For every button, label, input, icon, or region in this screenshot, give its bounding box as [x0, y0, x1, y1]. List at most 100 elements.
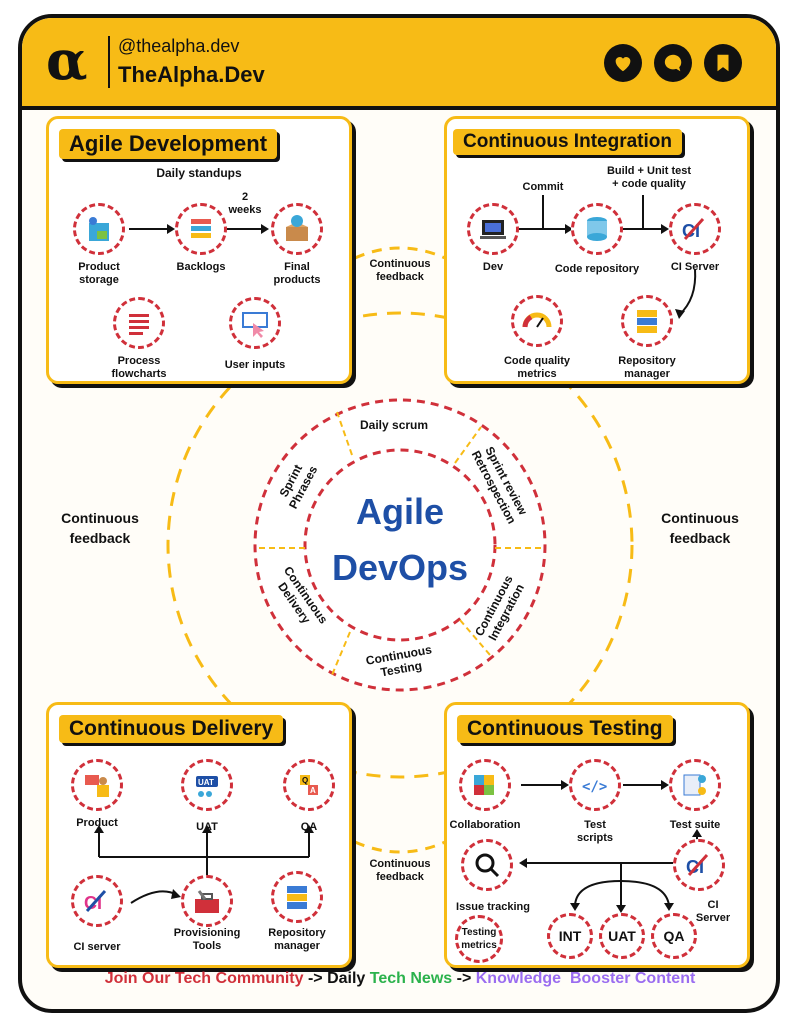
continuous-integration-title: Continuous Integration	[453, 129, 682, 155]
ci-server-testing-label: CI Server	[695, 899, 731, 924]
flowchart-icon	[129, 314, 149, 335]
testing-metrics-label: Testing metrics	[461, 927, 497, 951]
process-flowcharts-label: Process flowcharts	[111, 355, 167, 380]
qa-icon: QA	[300, 775, 318, 795]
build-unit-test-label: Build + Unit test + code quality	[606, 165, 692, 190]
server-rack-icon	[287, 886, 307, 909]
handle-text: @thealpha.dev	[118, 36, 240, 56]
final-products-label: Final products	[273, 261, 321, 286]
ci-server-delivery-node: CI	[71, 875, 123, 927]
qa-badge: QA	[651, 913, 697, 959]
repository-manager-delivery-label: Repository manager	[268, 927, 326, 952]
commit-label: Commit	[522, 181, 564, 193]
header-bar: α @thealpha.dev TheAlpha.Dev	[22, 18, 776, 110]
box-icon	[286, 215, 308, 241]
feedback-label-bottom: Continuous feedback	[369, 858, 431, 883]
test-suite-icon	[683, 774, 706, 796]
continuous-testing-panel: Continuous Testing Collaboration </> Tes…	[444, 702, 750, 968]
agile-development-panel: Agile Development Daily standups 2 weeks…	[46, 116, 352, 384]
alpha-logo: α	[46, 28, 88, 92]
heart-icon[interactable]	[604, 44, 642, 82]
footer-knowledge-booster[interactable]: Knowledge Booster Content	[475, 970, 696, 987]
magnifier-icon	[475, 853, 500, 878]
issue-tracking-label: Issue tracking	[456, 901, 530, 913]
user-inputs-label: User inputs	[224, 359, 286, 371]
code-icon: </>	[582, 779, 607, 795]
continuous-testing-title: Continuous Testing	[457, 715, 673, 743]
server-rack-icon	[637, 310, 657, 333]
ci-arrows	[519, 195, 697, 319]
toolbox-icon	[195, 890, 219, 913]
process-flowcharts-node	[113, 297, 165, 349]
test-suite-label: Test suite	[669, 819, 721, 831]
issue-tracking-node	[461, 839, 513, 891]
test-scripts-label: Test scripts	[576, 819, 614, 844]
test-suite-node	[669, 759, 721, 811]
product-label: Product	[76, 817, 118, 829]
daily-standups-label: Daily standups	[156, 166, 242, 180]
backlogs-label: Backlogs	[176, 261, 226, 273]
ci-server-label: CI Server	[670, 261, 720, 273]
svg-text:</>: </>	[582, 779, 607, 795]
ci-logo-icon: CI	[682, 217, 705, 241]
delivery-arrows	[94, 825, 314, 904]
test-scripts-node: </>	[569, 759, 621, 811]
product-storage-node	[73, 203, 125, 255]
uat-node: UAT	[181, 759, 233, 811]
storage-icon	[89, 217, 109, 241]
dev-node	[467, 203, 519, 255]
laptop-icon	[480, 220, 506, 239]
uat-label: UAT	[196, 821, 218, 833]
cursor-icon	[242, 312, 268, 338]
collaboration-label: Collaboration	[449, 819, 521, 831]
continuous-integration-panel: Continuous Integration Commit Build + Un…	[444, 116, 750, 384]
ci-logo-icon: CI	[686, 853, 709, 877]
feedback-label-right: Continuous feedback	[661, 510, 739, 546]
feedback-label-left: Continuous feedback	[61, 510, 139, 546]
ci-server-testing-node: CI	[673, 839, 725, 891]
bookmark-icon[interactable]	[704, 44, 742, 82]
code-repository-node	[571, 203, 623, 255]
product-icon	[85, 775, 109, 797]
database-icon	[587, 217, 607, 241]
code-quality-metrics-label: Code quality metrics	[503, 355, 571, 380]
svg-text:A: A	[310, 786, 316, 795]
logo-divider	[108, 36, 110, 88]
testing-arrows	[519, 780, 702, 913]
ring-label-daily-scrum: Daily scrum	[360, 418, 429, 432]
center-title-agile: Agile	[355, 491, 444, 532]
testing-metrics-node: Testing metrics	[455, 915, 503, 963]
repository-manager-node	[621, 295, 673, 347]
footer-join-community[interactable]: Join Our Tech Community	[104, 970, 304, 987]
ci-server-delivery-label: CI server	[73, 941, 121, 953]
agile-development-title: Agile Development	[59, 129, 278, 159]
feedback-label-top: Continuous feedback	[369, 258, 431, 283]
footer-tech-news[interactable]: Tech News	[369, 970, 453, 987]
product-storage-label: Product storage	[78, 261, 120, 286]
continuous-delivery-title: Continuous Delivery	[59, 715, 284, 743]
collaboration-node	[459, 759, 511, 811]
repository-manager-delivery-node	[271, 871, 323, 923]
repository-manager-label: Repository manager	[618, 355, 676, 380]
backlogs-node	[175, 203, 227, 255]
gauge-icon	[522, 312, 552, 328]
uat-icon: UAT	[196, 776, 218, 797]
int-badge: INT	[547, 913, 593, 959]
backlogs-icon	[191, 219, 211, 238]
code-repository-label: Code repository	[554, 263, 640, 275]
agile-dev-arrows	[129, 224, 269, 234]
qa-label: QA	[300, 821, 318, 833]
footer-arrow-1: -> Daily	[303, 970, 370, 987]
puzzle-icon	[474, 775, 494, 795]
svg-text:UAT: UAT	[198, 778, 214, 787]
brand-name: TheAlpha.Dev	[118, 62, 265, 87]
chat-icon[interactable]	[654, 44, 692, 82]
code-quality-metrics-node	[511, 295, 563, 347]
footer-arrow-2: ->	[452, 970, 476, 987]
dev-label: Dev	[482, 261, 504, 273]
ci-logo-icon: CI	[84, 889, 107, 913]
center-title-devops: DevOps	[331, 547, 469, 588]
